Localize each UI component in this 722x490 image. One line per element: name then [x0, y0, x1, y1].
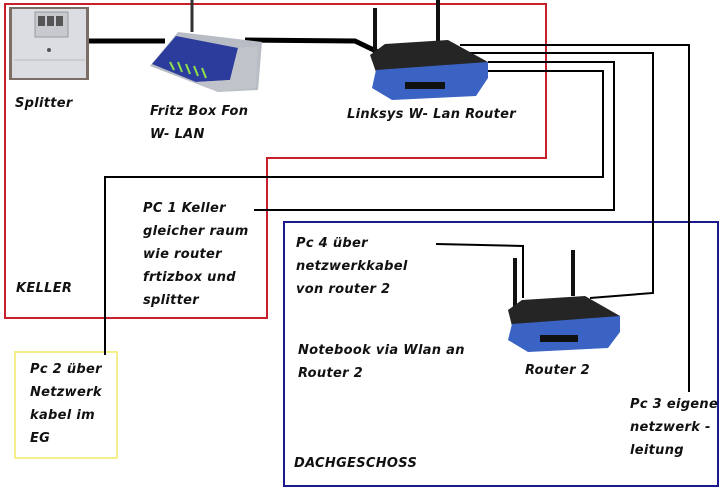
- note-line: gleicher raum: [143, 224, 249, 239]
- note-line: frtizbox und: [143, 270, 236, 285]
- pc2-note: Pc 2 über Netzwerk kabel im EG: [30, 358, 102, 450]
- pc4-note: Pc 4 über netzwerkkabel von router 2: [296, 232, 408, 301]
- note-line: leitung: [630, 443, 684, 458]
- fritzbox-label: Fritz Box Fon W- LAN: [150, 100, 248, 146]
- note-line: Pc 3 eigene: [630, 397, 719, 412]
- note-line: Pc 2 über: [30, 362, 102, 377]
- cable-fritzbox-linksys: [244, 37, 380, 55]
- wireless-router-icon: [370, 0, 488, 100]
- router2-label: Router 2: [525, 363, 590, 378]
- label-line: W- LAN: [150, 127, 205, 142]
- label-line: Fritz Box Fon: [150, 104, 249, 119]
- splitter-icon: [9, 7, 89, 80]
- dachgeschoss-zone-label: DACHGESCHOSS: [294, 456, 418, 471]
- eg-zone: [14, 351, 118, 459]
- dachgeschoss-zone: [283, 221, 719, 487]
- linksys-label: Linksys W- Lan Router: [347, 107, 516, 122]
- note-line: Pc 4 über: [296, 236, 368, 251]
- note-line: Router 2: [298, 366, 363, 381]
- fritzbox-router-icon: [150, 0, 262, 92]
- pc1-note: PC 1 Keller gleicher raum wie router frt…: [143, 197, 249, 312]
- keller-zone: [4, 3, 547, 319]
- note-line: netzwerkkabel: [296, 259, 408, 274]
- cable-pc2: [104, 70, 604, 355]
- note-line: splitter: [143, 293, 200, 308]
- note-line: Netzwerk: [30, 385, 102, 400]
- note-line: kabel im: [30, 408, 95, 423]
- note-line: Notebook via Wlan an: [298, 343, 465, 358]
- keller-zone-label: KELLER: [16, 281, 73, 296]
- note-line: netzwerk -: [630, 420, 711, 435]
- note-line: EG: [30, 431, 51, 446]
- note-line: PC 1 Keller: [143, 201, 226, 216]
- cable-pc4: [435, 243, 524, 298]
- cable-router2: [470, 52, 654, 299]
- pc3-note: Pc 3 eigene netzwerk - leitung: [630, 393, 718, 462]
- note-line: wie router: [143, 247, 222, 262]
- cable-pc1: [254, 61, 615, 211]
- notebook-note: Notebook via Wlan an Router 2: [298, 339, 465, 385]
- note-line: von router 2: [296, 282, 391, 297]
- splitter-label: Splitter: [15, 96, 73, 111]
- cable-pc3: [460, 44, 690, 392]
- wireless-router-icon: [508, 250, 620, 352]
